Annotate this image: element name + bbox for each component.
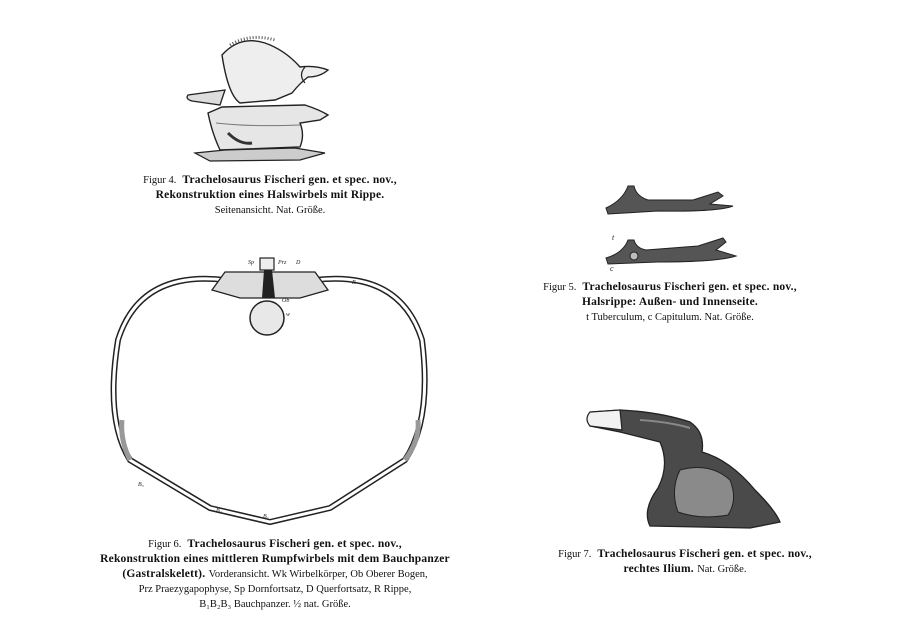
figure-7-caption: Figur 7. Trachelosaurus Fischeri gen. et …	[520, 547, 850, 577]
figure-6-label: Figur 6.	[148, 539, 182, 550]
figure-4-caption: Figur 4. Trachelosaurus Fischeri gen. et …	[95, 173, 445, 218]
figure-6-legend-1: Vorderansicht. Wk Wirbelkörper, Ob Obere…	[208, 569, 428, 580]
figure-6-label-sp: Sp	[248, 260, 254, 266]
figure-4-label: Figur 4.	[143, 175, 177, 186]
figure-6-title: Trachelosaurus Fischeri gen. et spec. no…	[187, 538, 402, 550]
figure-6-legend-3: B₁B₂B₃ Bauchpanzer. ½ nat. Größe.	[199, 599, 351, 610]
figure-6-trunk-vertebra-ring-drawing: Sp Prz D Ob w R B₃ B₂ B₁	[110, 257, 428, 526]
figure-6-legend-2: Prz Praezygapophyse, Sp Dornfortsatz, D …	[138, 584, 412, 595]
figure-5-label-c: c	[610, 264, 614, 273]
figure-5-description: Halsrippe: Außen- und Innenseite.	[582, 296, 758, 308]
figure-6-description: Rekonstruktion eines mittleren Rumpfwirb…	[100, 553, 450, 565]
figure-6-label-r: R	[351, 280, 356, 286]
figure-5-label: Figur 5.	[543, 282, 577, 293]
figure-6-gastralia: (Gastralskelett).	[122, 568, 206, 580]
figure-7-title: Trachelosaurus Fischeri gen. et spec. no…	[597, 548, 812, 560]
figure-6-label-d: D	[295, 260, 301, 266]
figure-6-label-b3: B₃	[138, 482, 144, 488]
figure-4-description: Rekonstruktion eines Halswirbels mit Rip…	[155, 189, 385, 201]
figure-5-label-t: t	[612, 233, 615, 242]
figure-6-label-prz: Prz	[277, 260, 287, 266]
figure-4-view-scale: Seitenansicht. Nat. Größe.	[214, 205, 326, 216]
figure-7-ilium-drawing	[586, 409, 781, 529]
figure-6-label-b1: B₁	[263, 514, 269, 520]
figure-4-cervical-vertebra-drawing	[186, 35, 330, 162]
figure-6-label-ob: Ob	[282, 298, 289, 304]
figure-5-title: Trachelosaurus Fischeri gen. et spec. no…	[582, 281, 797, 293]
figure-5-legend: t Tuberculum, c Capitulum. Nat. Größe.	[586, 312, 754, 323]
figure-5-caption: Figur 5. Trachelosaurus Fischeri gen. et …	[505, 280, 835, 325]
figure-4-title: Trachelosaurus Fischeri gen. et spec. no…	[182, 174, 397, 186]
figure-7-label: Figur 7.	[558, 549, 592, 560]
figure-5-cervical-rib-drawing: t c	[605, 185, 738, 273]
figure-6-caption: Figur 6. Trachelosaurus Fischeri gen. et …	[60, 537, 490, 612]
figure-7-scale: Nat. Größe.	[697, 564, 747, 575]
figure-7-description: rechtes Ilium.	[623, 563, 694, 575]
figure-6-label-b2: B₂	[216, 508, 222, 514]
figure-6-label-wk: w	[286, 312, 290, 318]
